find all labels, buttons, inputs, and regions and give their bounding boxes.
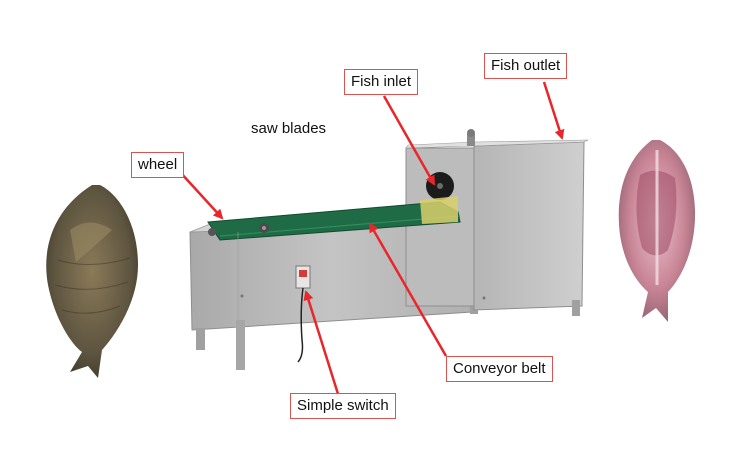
arrow-wheel (179, 171, 224, 220)
arrow-fish-outlet (542, 81, 565, 140)
arrow-conveyor-belt (368, 222, 448, 357)
label-simple-switch: Simple switch (290, 393, 396, 419)
label-fish-outlet: Fish outlet (484, 53, 568, 79)
label-fish-inlet: Fish inlet (344, 69, 419, 95)
arrow-simple-switch (303, 290, 340, 395)
fish-processing-machine (189, 129, 589, 370)
label-saw-blades: saw blades (244, 116, 334, 142)
label-wheel: wheel (131, 152, 185, 178)
callout-arrows (179, 81, 565, 395)
label-conveyor-belt: Conveyor belt (446, 356, 553, 382)
whole-fish-image (46, 185, 138, 378)
processed-fish-image (618, 140, 696, 322)
arrow-fish-inlet (382, 95, 436, 186)
